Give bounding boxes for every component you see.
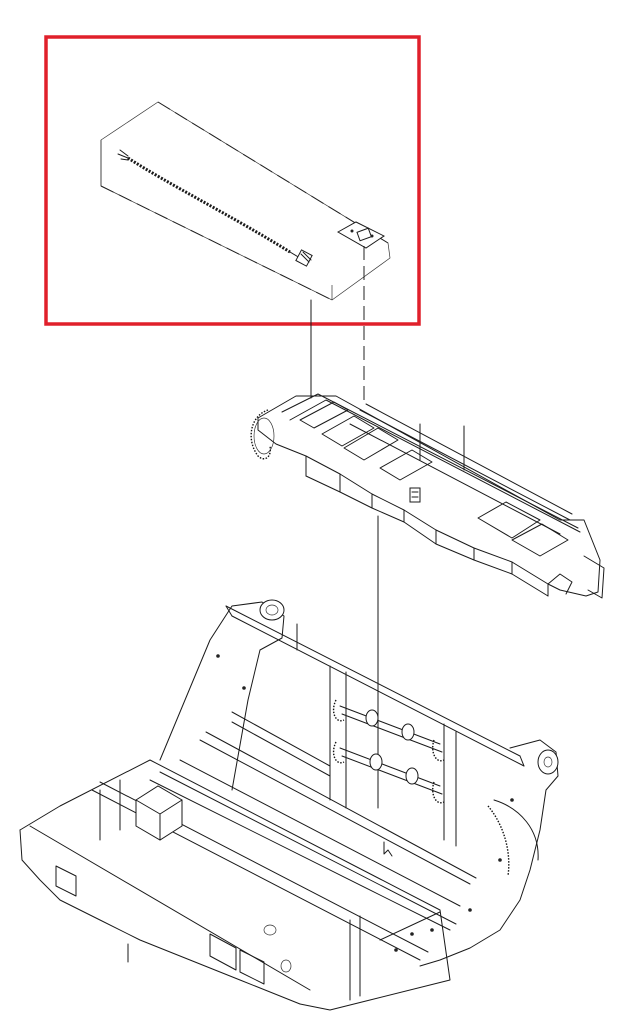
highlight-box <box>44 35 421 326</box>
sensor-board[interactable] <box>336 221 385 249</box>
upper-frame-assembly[interactable] <box>250 393 605 599</box>
highlighted-subassembly[interactable] <box>44 35 421 326</box>
phantom-outline <box>100 101 391 301</box>
leader-lines <box>127 246 465 963</box>
main-chassis[interactable] <box>19 599 559 1011</box>
cable-harness[interactable] <box>117 149 313 267</box>
